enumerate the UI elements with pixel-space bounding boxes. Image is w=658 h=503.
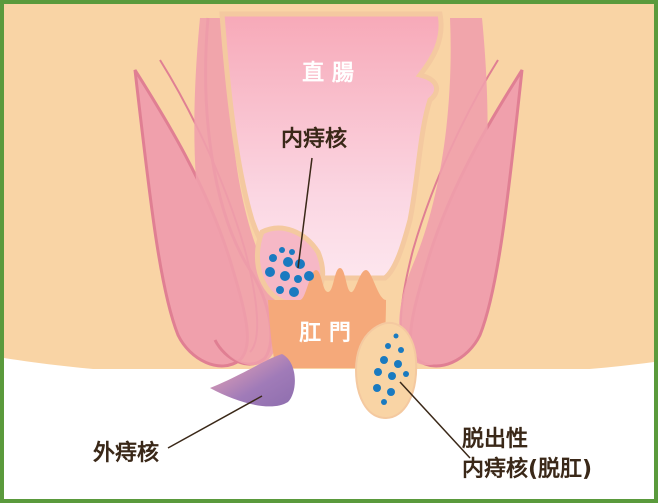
dot [289, 249, 295, 255]
dot [373, 384, 381, 392]
dot [381, 399, 387, 405]
dot [394, 360, 402, 368]
dot [265, 267, 275, 277]
dot [295, 259, 305, 269]
dot [374, 368, 382, 376]
dot [269, 254, 277, 262]
dot [304, 271, 314, 281]
dot [403, 371, 409, 377]
dot [394, 334, 399, 339]
dot [289, 287, 299, 297]
dot [388, 372, 396, 380]
dot [276, 286, 284, 294]
anus-label: 肛 門 [299, 321, 351, 346]
internal-hemorrhoid-label: 内痔核 [281, 126, 347, 152]
dot [283, 257, 293, 267]
dot [398, 347, 404, 353]
rectum-label: 直 腸 [302, 60, 354, 86]
dot [387, 388, 395, 396]
dot [279, 247, 285, 253]
prolapsed-hemorrhoid-label-line1: 脱出性 [462, 427, 528, 452]
external-hemorrhoid-label: 外痔核 [93, 440, 159, 466]
dot [380, 356, 388, 364]
dot [280, 271, 290, 281]
dot [385, 343, 391, 349]
prolapsed-hemorrhoid-label-line2: 内痔核(脱肛) [462, 456, 592, 482]
dot [294, 275, 302, 283]
